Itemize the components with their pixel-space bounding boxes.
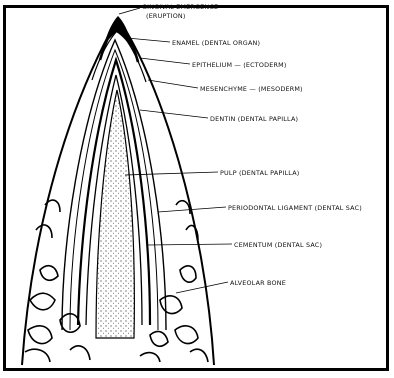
label-mesenchyme: MESENCHYME — (MESODERM) [200,85,303,93]
label-pulp: PULP (DENTAL PAPILLA) [220,169,299,177]
label-dentin: DENTIN (DENTAL PAPILLA) [210,115,298,123]
label-cementum: CEMENTUM (DENTAL SAC) [234,241,322,249]
label-alveolar-bone: ALVEOLAR BONE [230,279,286,287]
label-periodontal-ligament: PERIODONTAL LIGAMENT (DENTAL SAC) [228,204,362,212]
label-enamel: ENAMEL (DENTAL ORGAN) [172,39,260,47]
label-epithelium: EPITHELIUM — (ECTODERM) [192,61,287,69]
label-gingival-emergence: GINGIVAL EMERGENCE [142,3,218,11]
pulp [96,90,134,338]
label-eruption: (ERUPTION) [146,12,186,20]
